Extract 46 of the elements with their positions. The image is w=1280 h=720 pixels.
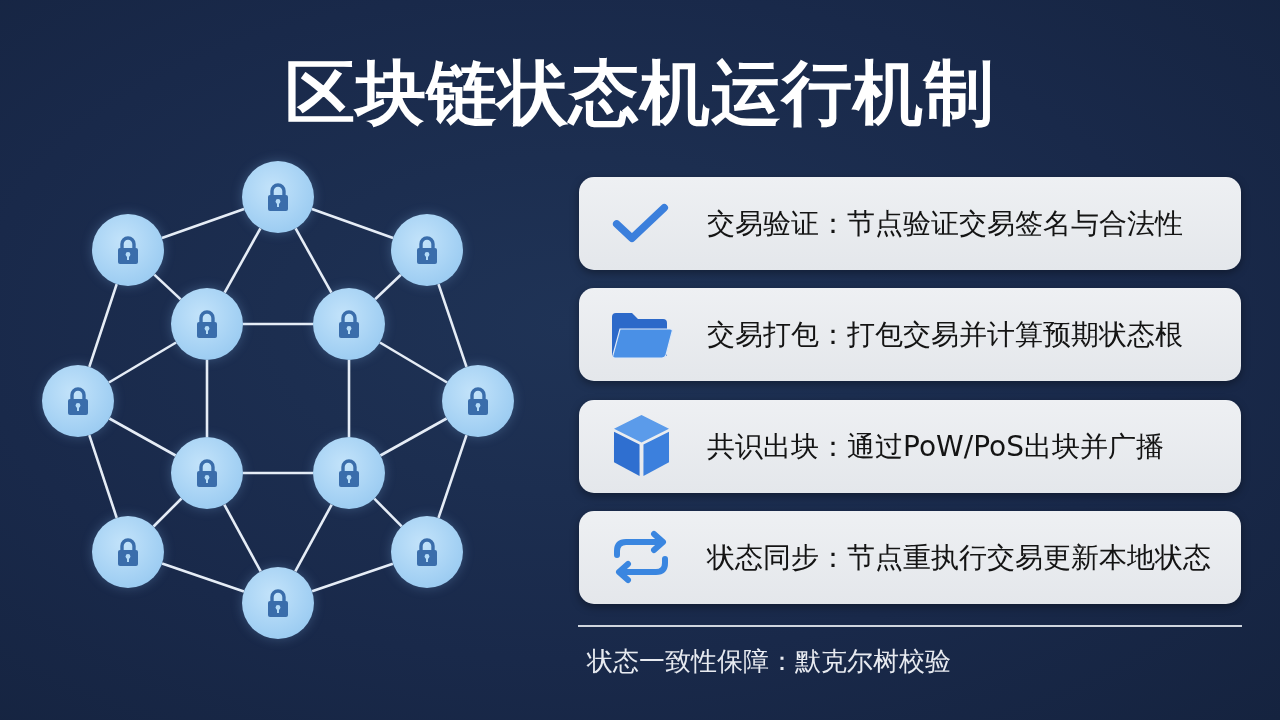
- network-node: [442, 365, 514, 437]
- network-link: [437, 283, 468, 368]
- network-link: [347, 360, 351, 437]
- network-link: [108, 417, 177, 457]
- network-node: [171, 288, 243, 360]
- network-link: [161, 207, 245, 240]
- network-node: [391, 516, 463, 588]
- network-link: [223, 227, 262, 294]
- network-link: [311, 207, 394, 240]
- network-link: [243, 471, 313, 475]
- network-node: [92, 214, 164, 286]
- network-link: [161, 562, 245, 593]
- network-node: [171, 437, 243, 509]
- note-text: 状态一致性保障：默克尔树校验: [587, 645, 951, 678]
- step-text: 共识出块：通过PoW/PoS出块并广播: [707, 429, 1164, 464]
- network-node: [42, 365, 114, 437]
- network-node: [391, 214, 463, 286]
- step-text: 交易打包：打包交易并计算预期状态根: [707, 317, 1183, 352]
- step-card: [579, 400, 1241, 493]
- network-link: [88, 434, 118, 519]
- network-link: [379, 341, 448, 384]
- network-link: [294, 503, 333, 573]
- network-node: [242, 161, 314, 233]
- title: 区块链状态机运行机制: [285, 52, 995, 134]
- network-link: [88, 283, 118, 368]
- network-node: [313, 288, 385, 360]
- step-text: 状态同步：节点重执行交易更新本地状态: [707, 540, 1211, 575]
- step-card: [579, 177, 1241, 270]
- network-link: [379, 417, 448, 457]
- network-node: [242, 567, 314, 639]
- network-link: [374, 273, 402, 301]
- network-link: [153, 273, 182, 301]
- network-link: [205, 360, 209, 437]
- step-card: [579, 511, 1241, 604]
- network-link: [152, 497, 183, 528]
- network-link: [373, 497, 403, 528]
- network-link: [243, 322, 313, 326]
- network-link: [311, 562, 394, 593]
- network-link: [108, 341, 177, 384]
- network-node: [92, 516, 164, 588]
- step-card: [579, 288, 1241, 381]
- network-link: [294, 227, 333, 294]
- network-link: [223, 503, 262, 573]
- network-node: [313, 437, 385, 509]
- network-link: [437, 434, 468, 519]
- step-text: 交易验证：节点验证交易签名与合法性: [707, 206, 1183, 241]
